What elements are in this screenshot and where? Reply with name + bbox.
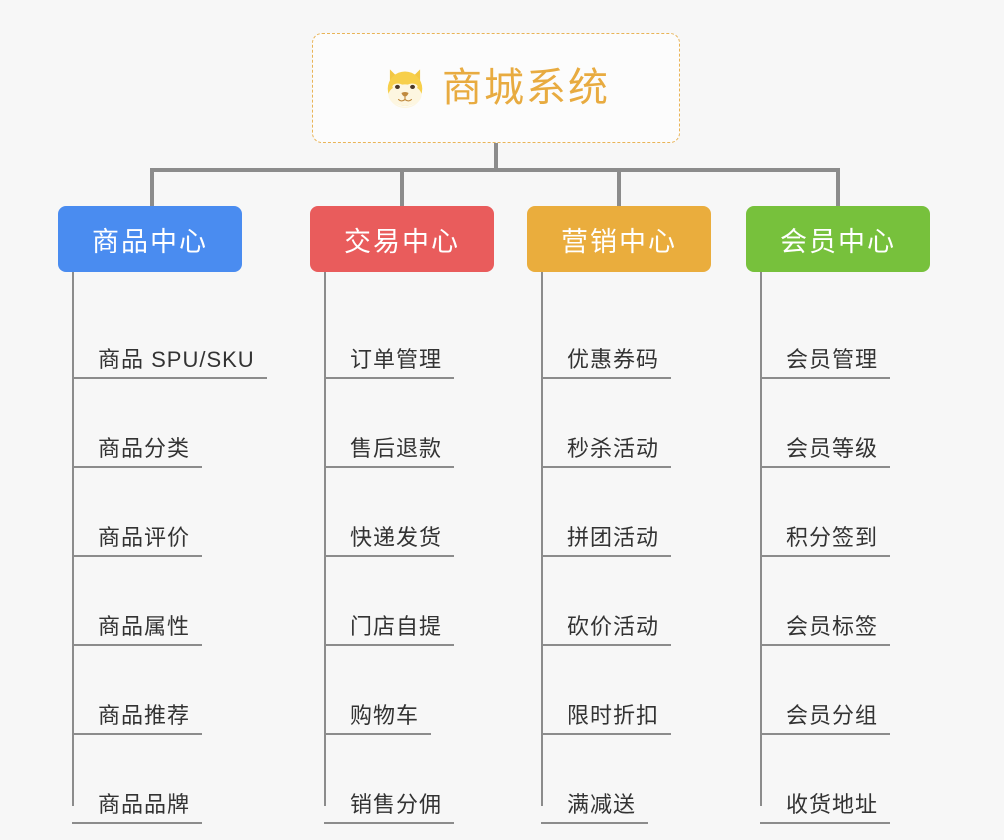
leaf-label: 会员标签 [760, 614, 891, 646]
leaf-label: 收货地址 [760, 792, 891, 824]
list-item[interactable]: 购物车 [324, 646, 536, 735]
list-item[interactable]: 会员分组 [760, 646, 972, 735]
leaf-label: 订单管理 [324, 347, 455, 379]
category-header-marketing[interactable]: 营销中心 [527, 206, 711, 272]
category-header-product[interactable]: 商品中心 [58, 206, 242, 272]
leaf-label: 拼团活动 [541, 525, 672, 557]
list-item[interactable]: 售后退款 [324, 379, 536, 468]
leaf-label: 会员管理 [760, 347, 891, 379]
leaf-list-member: 会员管理 会员等级 积分签到 会员标签 会员分组 收货地址 [746, 272, 972, 824]
connector-root-stem [494, 143, 498, 171]
leaf-label: 门店自提 [324, 614, 455, 646]
connector-horizontal-bus [150, 168, 840, 172]
leaf-label: 快递发货 [324, 525, 455, 557]
leaf-label: 商品属性 [72, 614, 203, 646]
branch-column-trade: 交易中心 订单管理 售后退款 快递发货 门店自提 购物车 销售分佣 [310, 206, 536, 824]
list-item[interactable]: 商品评价 [72, 468, 304, 557]
list-item[interactable]: 积分签到 [760, 468, 972, 557]
leaf-list-marketing: 优惠券码 秒杀活动 拼团活动 砍价活动 限时折扣 满减送 [527, 272, 753, 824]
list-item[interactable]: 商品推荐 [72, 646, 304, 735]
leaf-label: 秒杀活动 [541, 436, 672, 468]
root-title: 商城系统 [442, 66, 610, 110]
leaf-label: 购物车 [324, 703, 432, 735]
list-item[interactable]: 砍价活动 [541, 557, 753, 646]
leaf-label: 商品评价 [72, 525, 203, 557]
list-item[interactable]: 快递发货 [324, 468, 536, 557]
list-item[interactable]: 满减送 [541, 735, 753, 824]
list-item[interactable]: 商品 SPU/SKU [72, 290, 304, 379]
list-item[interactable]: 会员管理 [760, 290, 972, 379]
list-item[interactable]: 限时折扣 [541, 646, 753, 735]
branch-column-marketing: 营销中心 优惠券码 秒杀活动 拼团活动 砍价活动 限时折扣 满减送 [527, 206, 753, 824]
shiba-dog-face-icon [387, 69, 423, 109]
list-item[interactable]: 秒杀活动 [541, 379, 753, 468]
leaf-label: 积分签到 [760, 525, 891, 557]
category-header-member[interactable]: 会员中心 [746, 206, 930, 272]
leaf-list-trade: 订单管理 售后退款 快递发货 门店自提 购物车 销售分佣 [310, 272, 536, 824]
connector-drop-1 [150, 168, 154, 208]
list-item[interactable]: 销售分佣 [324, 735, 536, 824]
leaf-label: 商品品牌 [72, 792, 203, 824]
connector-drop-4 [836, 168, 840, 208]
list-item[interactable]: 收货地址 [760, 735, 972, 824]
list-item[interactable]: 订单管理 [324, 290, 536, 379]
list-item[interactable]: 门店自提 [324, 557, 536, 646]
connector-drop-2 [400, 168, 404, 208]
list-item[interactable]: 会员标签 [760, 557, 972, 646]
branch-column-member: 会员中心 会员管理 会员等级 积分签到 会员标签 会员分组 收货地址 [746, 206, 972, 824]
list-item[interactable]: 商品分类 [72, 379, 304, 468]
leaf-label: 限时折扣 [541, 703, 672, 735]
list-item[interactable]: 会员等级 [760, 379, 972, 468]
connector-drop-3 [617, 168, 621, 208]
leaf-label: 优惠券码 [541, 347, 672, 379]
list-item[interactable]: 商品品牌 [72, 735, 304, 824]
branch-column-product: 商品中心 商品 SPU/SKU 商品分类 商品评价 商品属性 商品推荐 商品品牌 [58, 206, 304, 824]
list-item[interactable]: 优惠券码 [541, 290, 753, 379]
list-item[interactable]: 拼团活动 [541, 468, 753, 557]
leaf-label: 商品推荐 [72, 703, 203, 735]
category-header-trade[interactable]: 交易中心 [310, 206, 494, 272]
leaf-label: 砍价活动 [541, 614, 672, 646]
leaf-list-product: 商品 SPU/SKU 商品分类 商品评价 商品属性 商品推荐 商品品牌 [58, 272, 304, 824]
leaf-label: 会员分组 [760, 703, 891, 735]
leaf-label: 售后退款 [324, 436, 455, 468]
list-item[interactable]: 商品属性 [72, 557, 304, 646]
leaf-label: 商品分类 [72, 436, 203, 468]
leaf-label: 会员等级 [760, 436, 891, 468]
leaf-label: 销售分佣 [324, 792, 455, 824]
leaf-label: 商品 SPU/SKU [72, 347, 267, 379]
leaf-label: 满减送 [541, 792, 649, 824]
root-node[interactable]: 商城系统 [312, 33, 680, 143]
